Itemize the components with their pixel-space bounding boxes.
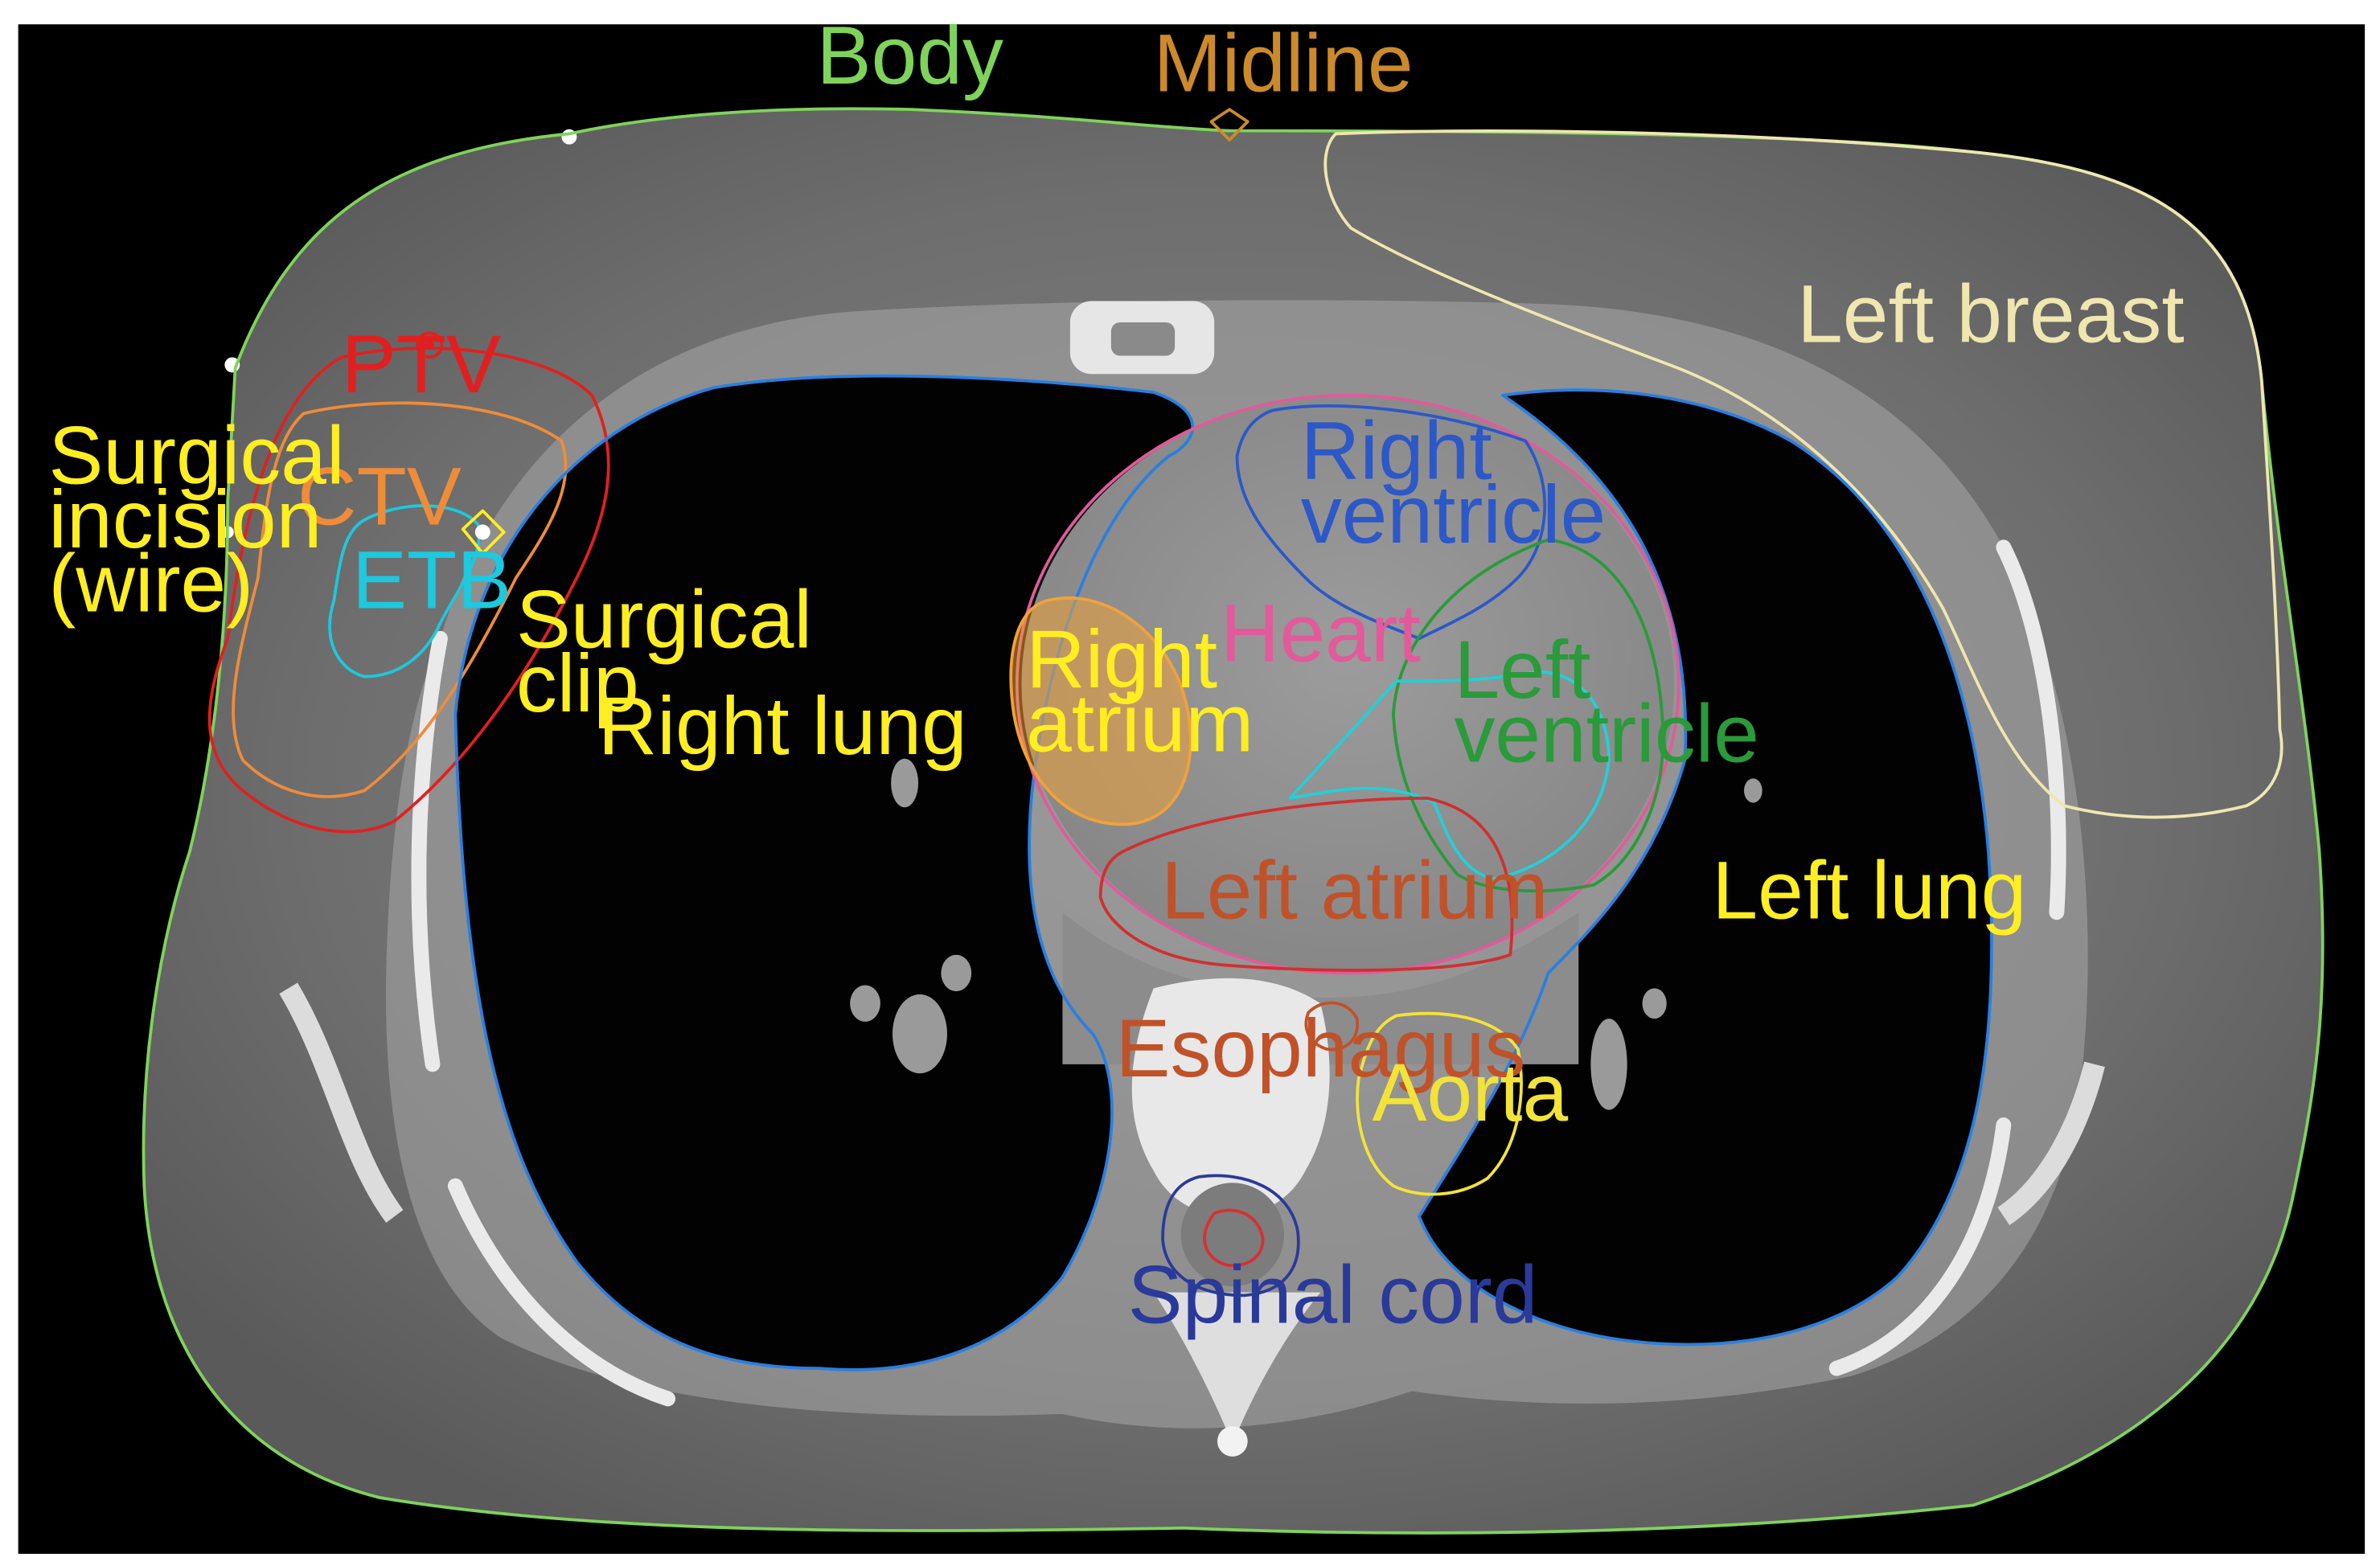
lung-vessels <box>850 758 1762 1110</box>
ribs <box>411 539 2066 1407</box>
label-ptv: PTV <box>342 318 501 410</box>
label-left-breast: Left breast <box>1797 268 2185 359</box>
left-breast-contour <box>1323 129 2284 819</box>
left-atrium-contour <box>1098 797 1514 972</box>
label-surgical-incision-3: (wire) <box>48 537 253 629</box>
right-atrium-contour <box>1009 596 1192 826</box>
label-spinal-cord: Spinal cord <box>1128 1248 1538 1340</box>
label-left-atrium: Left atrium <box>1161 844 1548 936</box>
labels: Body Midline Left breast PTV CTV ETB Sur… <box>48 10 2184 1340</box>
label-right-atrium-1: Right <box>1026 613 1217 705</box>
ct-anatomy <box>143 109 2323 1533</box>
label-surgical-incision-2: incision <box>48 473 322 565</box>
label-esophagus: Esophagus <box>1115 1002 1525 1094</box>
label-etb: ETB <box>352 534 511 625</box>
spinal-cord-contour <box>1161 1174 1300 1297</box>
label-left-ventricle-1: Left <box>1454 624 1590 715</box>
contours <box>142 107 2325 1535</box>
label-surgical-clip-2: clip <box>516 637 639 729</box>
ptv-marker <box>416 331 444 359</box>
label-heart: Heart <box>1221 588 1421 679</box>
left-lung-contour <box>1418 388 1993 1347</box>
label-left-lung: Left lung <box>1712 844 2026 936</box>
label-surgical-clip-1: Surgical <box>516 574 812 666</box>
etb-contour <box>328 504 481 678</box>
label-surgical-incision-1: Surgical <box>48 409 344 501</box>
label-right-ventricle-1: Right <box>1301 405 1492 497</box>
surgical-clip-marker <box>461 509 506 555</box>
label-midline: Midline <box>1154 17 1414 109</box>
spinal-cord-inner-contour <box>1203 1208 1265 1268</box>
ptv-contour <box>207 346 610 834</box>
midline-marker <box>1209 108 1250 141</box>
left-ventricle-inner-contour <box>1288 670 1611 881</box>
label-body: Body <box>817 10 1003 101</box>
aorta-contour <box>1356 1011 1523 1196</box>
label-left-ventricle-2: ventricle <box>1454 687 1759 779</box>
right-lung-field <box>455 375 1193 1370</box>
left-ventricle-contour <box>1392 538 1665 893</box>
lateral-ribs <box>279 982 2105 1226</box>
label-ctv: CTV <box>298 450 462 542</box>
esophagus-contour <box>1304 1001 1359 1052</box>
left-lung-field <box>1419 390 1992 1345</box>
label-right-atrium-2: atrium <box>1026 677 1254 769</box>
right-lung-contour <box>453 374 1194 1371</box>
label-aorta: Aorta <box>1373 1047 1569 1138</box>
label-right-lung: Right lung <box>598 680 967 772</box>
right-ventricle-contour <box>1235 404 1547 641</box>
label-right-ventricle-2: ventricle <box>1301 469 1606 560</box>
ctv-contour <box>232 401 568 798</box>
body-contour <box>142 107 2325 1535</box>
spinal-process <box>1153 1292 1321 1445</box>
vertebra <box>1131 978 1330 1217</box>
